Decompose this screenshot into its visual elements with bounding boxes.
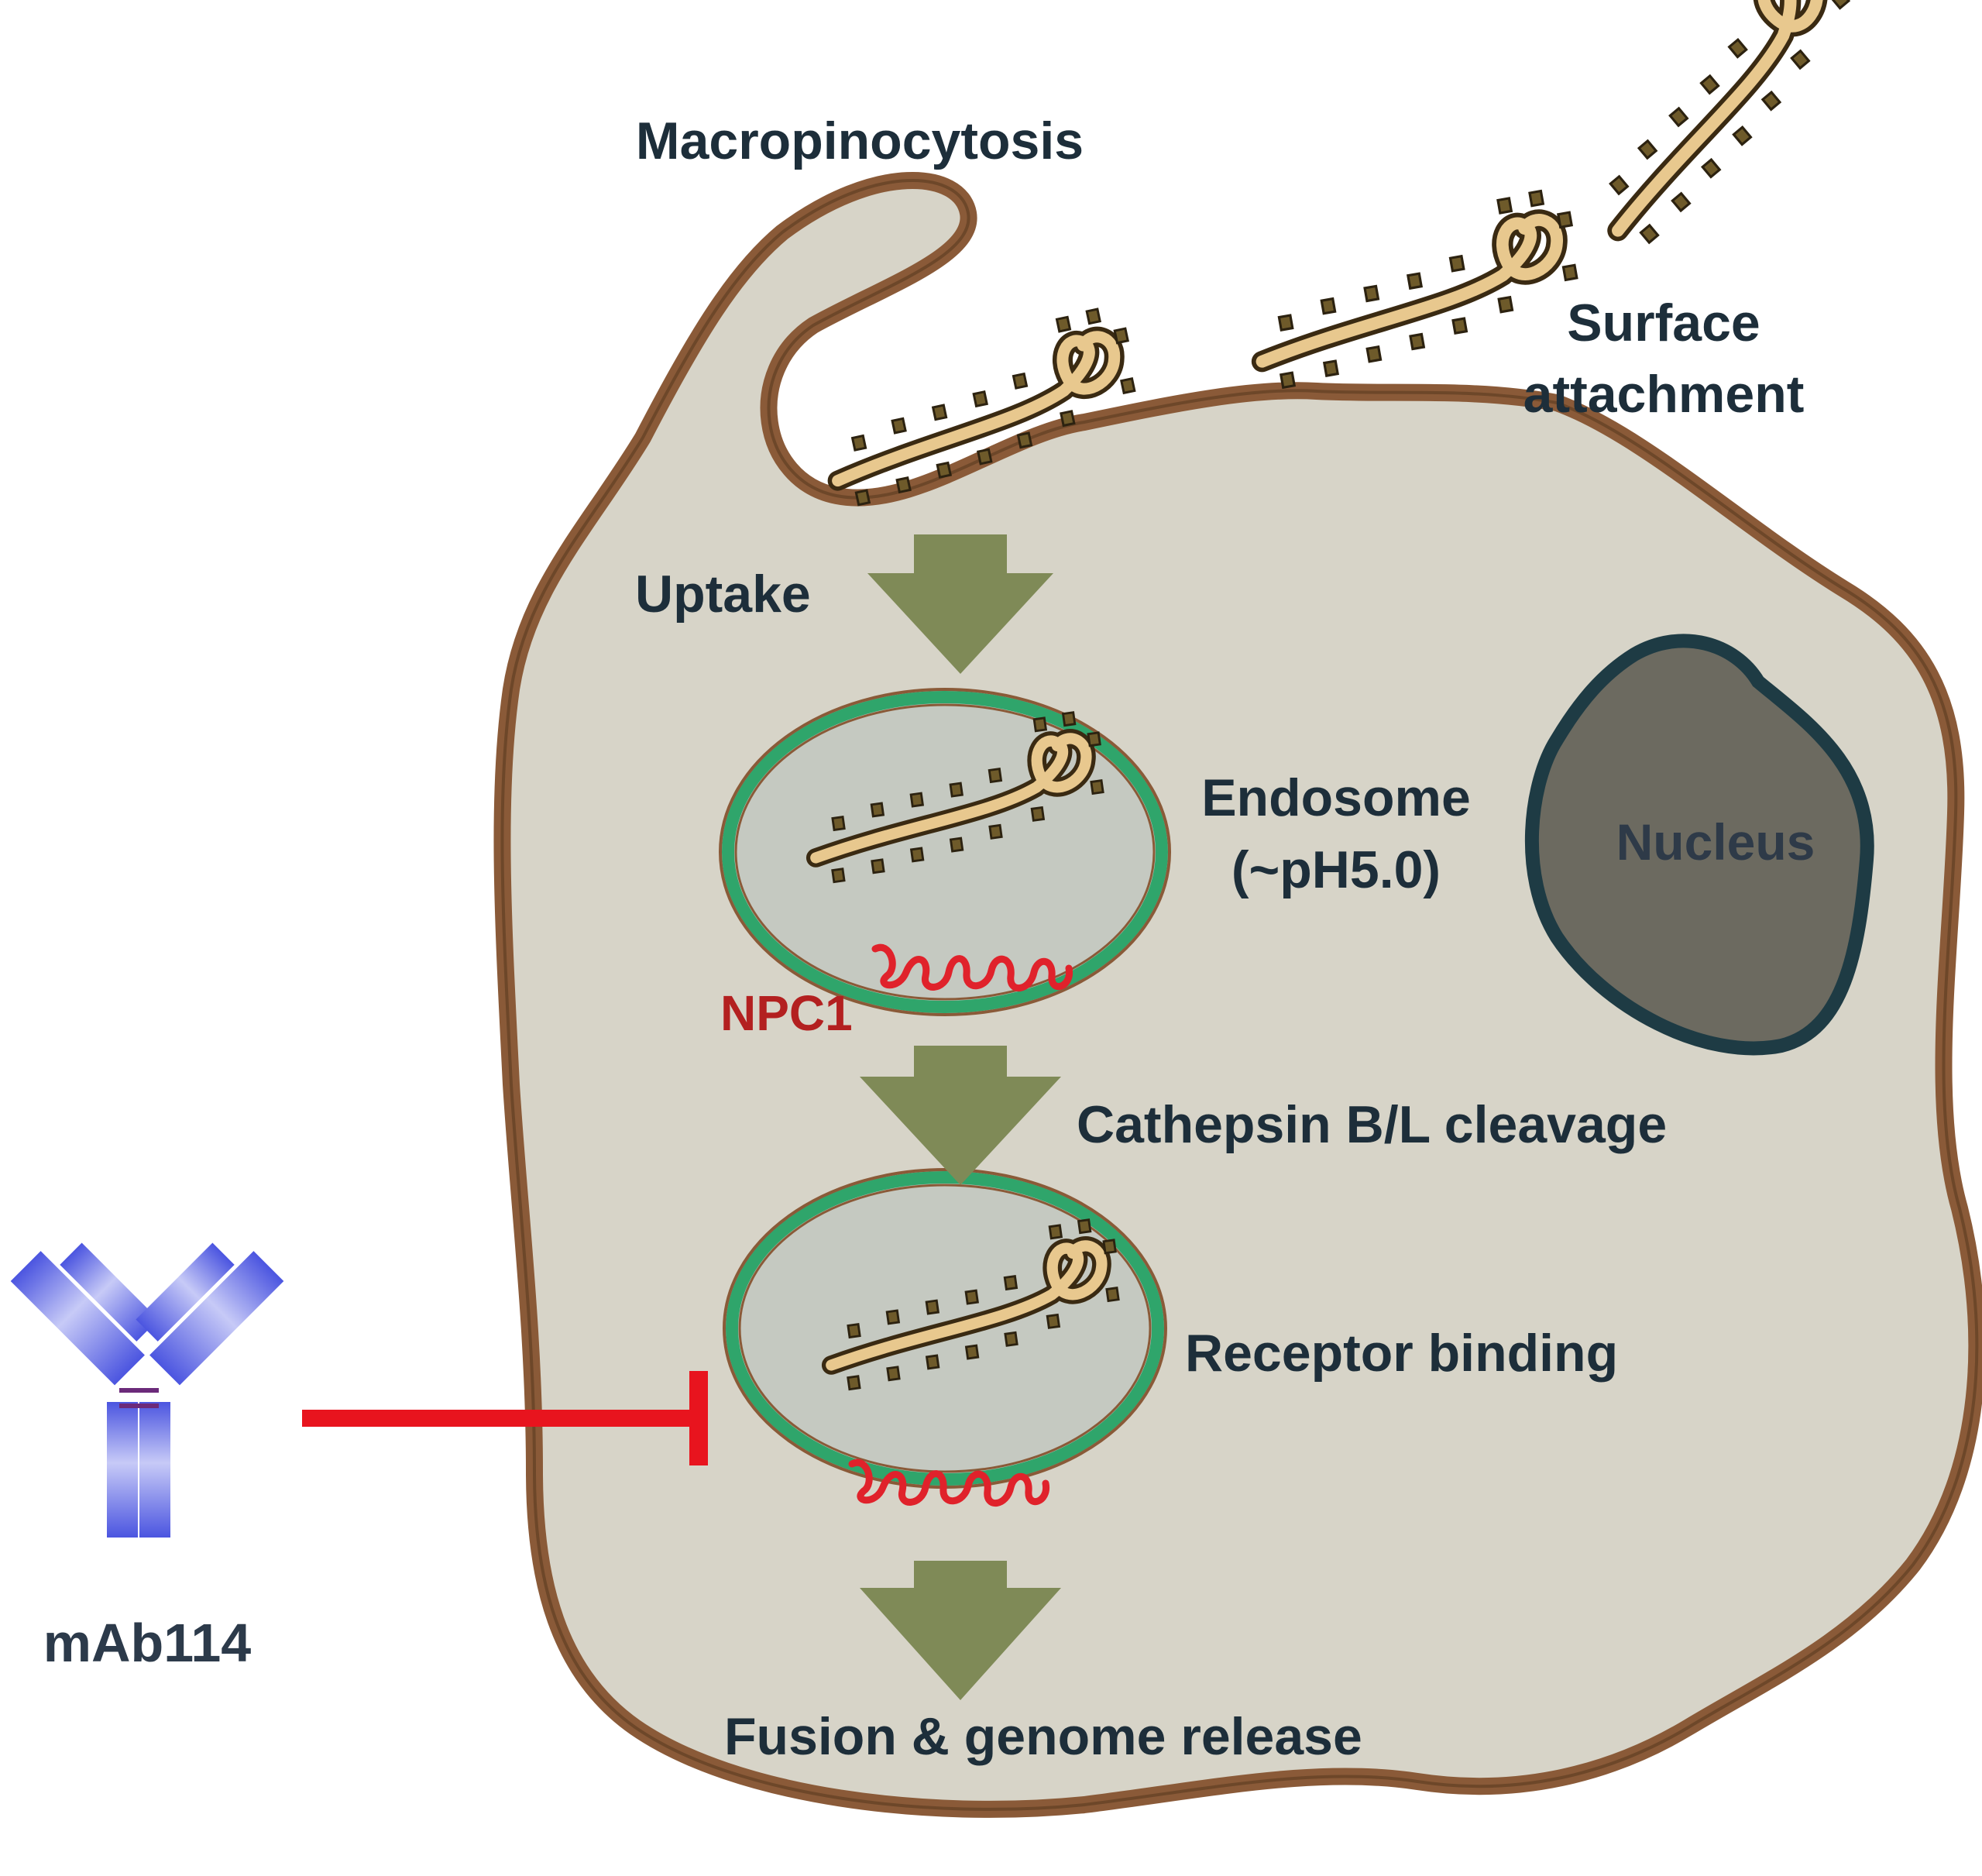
uptake-label: Uptake	[635, 565, 811, 624]
surface-attachment-label-line1: Surface	[1567, 294, 1760, 352]
endosome-label-line2: (~pH5.0)	[1231, 840, 1441, 899]
cleavage-arrow	[860, 1046, 1061, 1185]
endosome-label-line1: Endosome	[1201, 768, 1471, 827]
macropinocytosis-label: Macropinocytosis	[636, 112, 1084, 170]
virion-free-icon	[1541, 0, 1888, 253]
antibody-icon	[10, 1242, 284, 1538]
surface-attachment-label-line2: attachment	[1523, 365, 1805, 424]
fusion-arrow	[860, 1561, 1061, 1700]
cathepsin-label: Cathepsin B/L cleavage	[1077, 1095, 1667, 1154]
uptake-arrow	[867, 534, 1053, 674]
nucleus-label: Nucleus	[1616, 813, 1815, 871]
virion-surface-icon	[1242, 187, 1591, 390]
inhibition-arrow	[302, 1371, 708, 1465]
nucleus	[1524, 634, 1874, 1056]
fusion-label: Fusion & genome release	[724, 1707, 1362, 1766]
npc1-label: NPC1	[720, 985, 853, 1041]
receptor-binding-label: Receptor binding	[1185, 1324, 1618, 1383]
antibody-label: mAb114	[43, 1613, 252, 1673]
